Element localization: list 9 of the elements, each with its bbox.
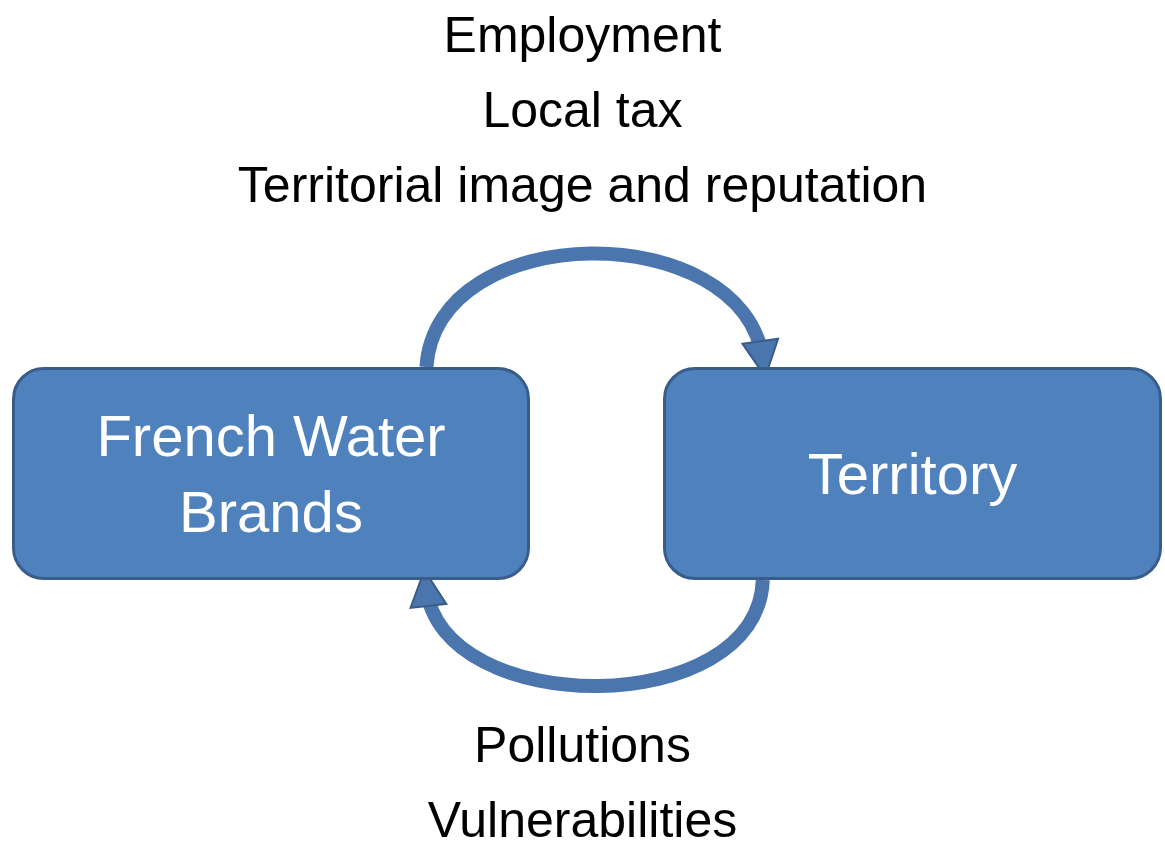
rounded-box xyxy=(663,367,1162,580)
text-label: Vulnerabilities xyxy=(426,795,739,844)
text-label: Local tax xyxy=(481,85,684,135)
box-label: French Water Brands xyxy=(95,402,447,546)
box-label: Territory xyxy=(807,439,1018,508)
rounded-box xyxy=(12,367,530,580)
text-label: Territorial image and reputation xyxy=(236,160,929,210)
text-label: Pollutions xyxy=(473,720,692,770)
text-label: Employment xyxy=(442,10,723,60)
